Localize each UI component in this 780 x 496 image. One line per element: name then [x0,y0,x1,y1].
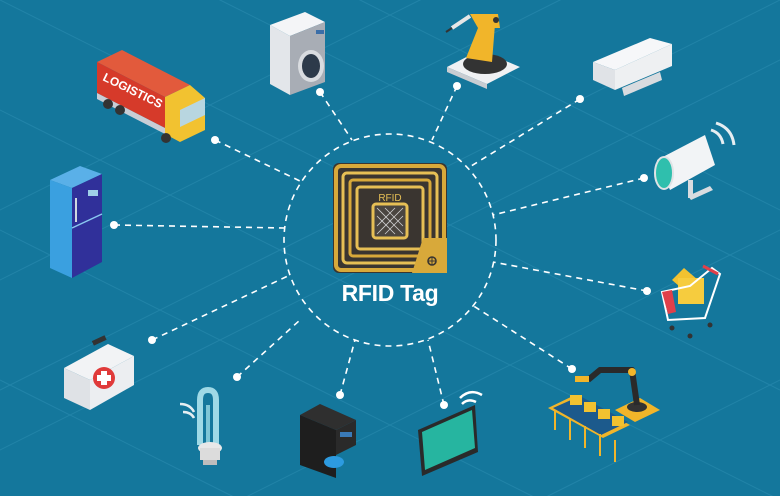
connector-dots [110,82,651,409]
first-aid-icon [64,335,134,410]
light-bulb-icon [179,386,222,465]
air-conditioner-icon [593,38,672,96]
coffee-machine-icon [300,404,356,478]
washing-machine-icon [270,12,325,95]
tv-icon [418,390,483,476]
connectors [113,85,648,406]
rfid-tag-label: RFID Tag [341,280,439,306]
refrigerator-icon [50,166,103,278]
assembly-robot-icon [548,367,660,462]
shopping-cart-icon [660,264,722,339]
rfid-chip-icon: RFID [333,163,447,273]
robot-arm-icon [445,14,520,89]
camera-icon [654,121,736,200]
truck-icon: LOGISTICS [97,50,205,143]
center-ring [283,133,497,347]
svg-text:RFID: RFID [378,193,401,204]
